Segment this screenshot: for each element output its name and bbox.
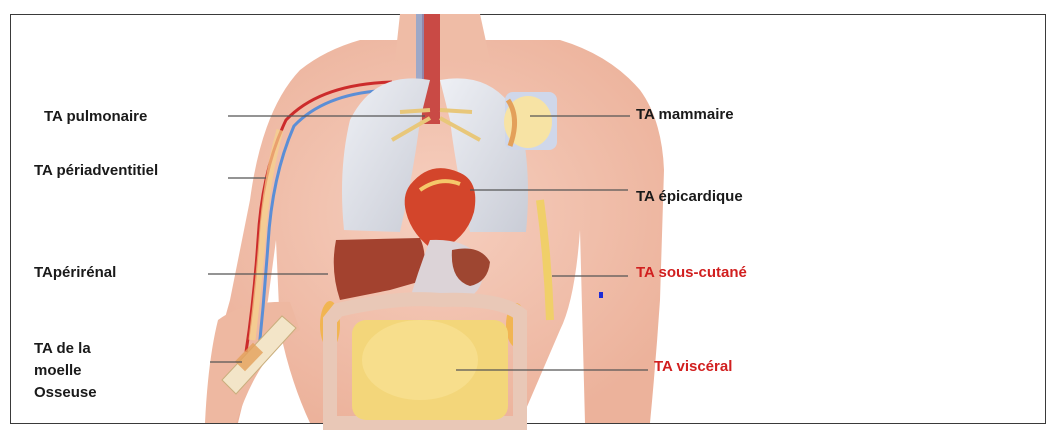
label-periadventitial: TA périadventitiel <box>34 160 158 182</box>
label-subcutaneous: TA sous-cutané <box>636 262 747 284</box>
label-bone-marrow: TA de la moelle Osseuse <box>34 338 97 404</box>
label-epicardial: TA épicardique <box>636 186 743 208</box>
mammary-gland <box>504 92 557 150</box>
label-perirenal: TApérirénal <box>34 262 116 284</box>
label-visceral: TA viscéral <box>654 356 732 378</box>
label-pulmonary: TA pulmonaire <box>44 106 147 128</box>
label-mammary: TA mammaire <box>636 104 734 126</box>
trachea <box>422 14 440 124</box>
blue-mark <box>599 292 603 298</box>
